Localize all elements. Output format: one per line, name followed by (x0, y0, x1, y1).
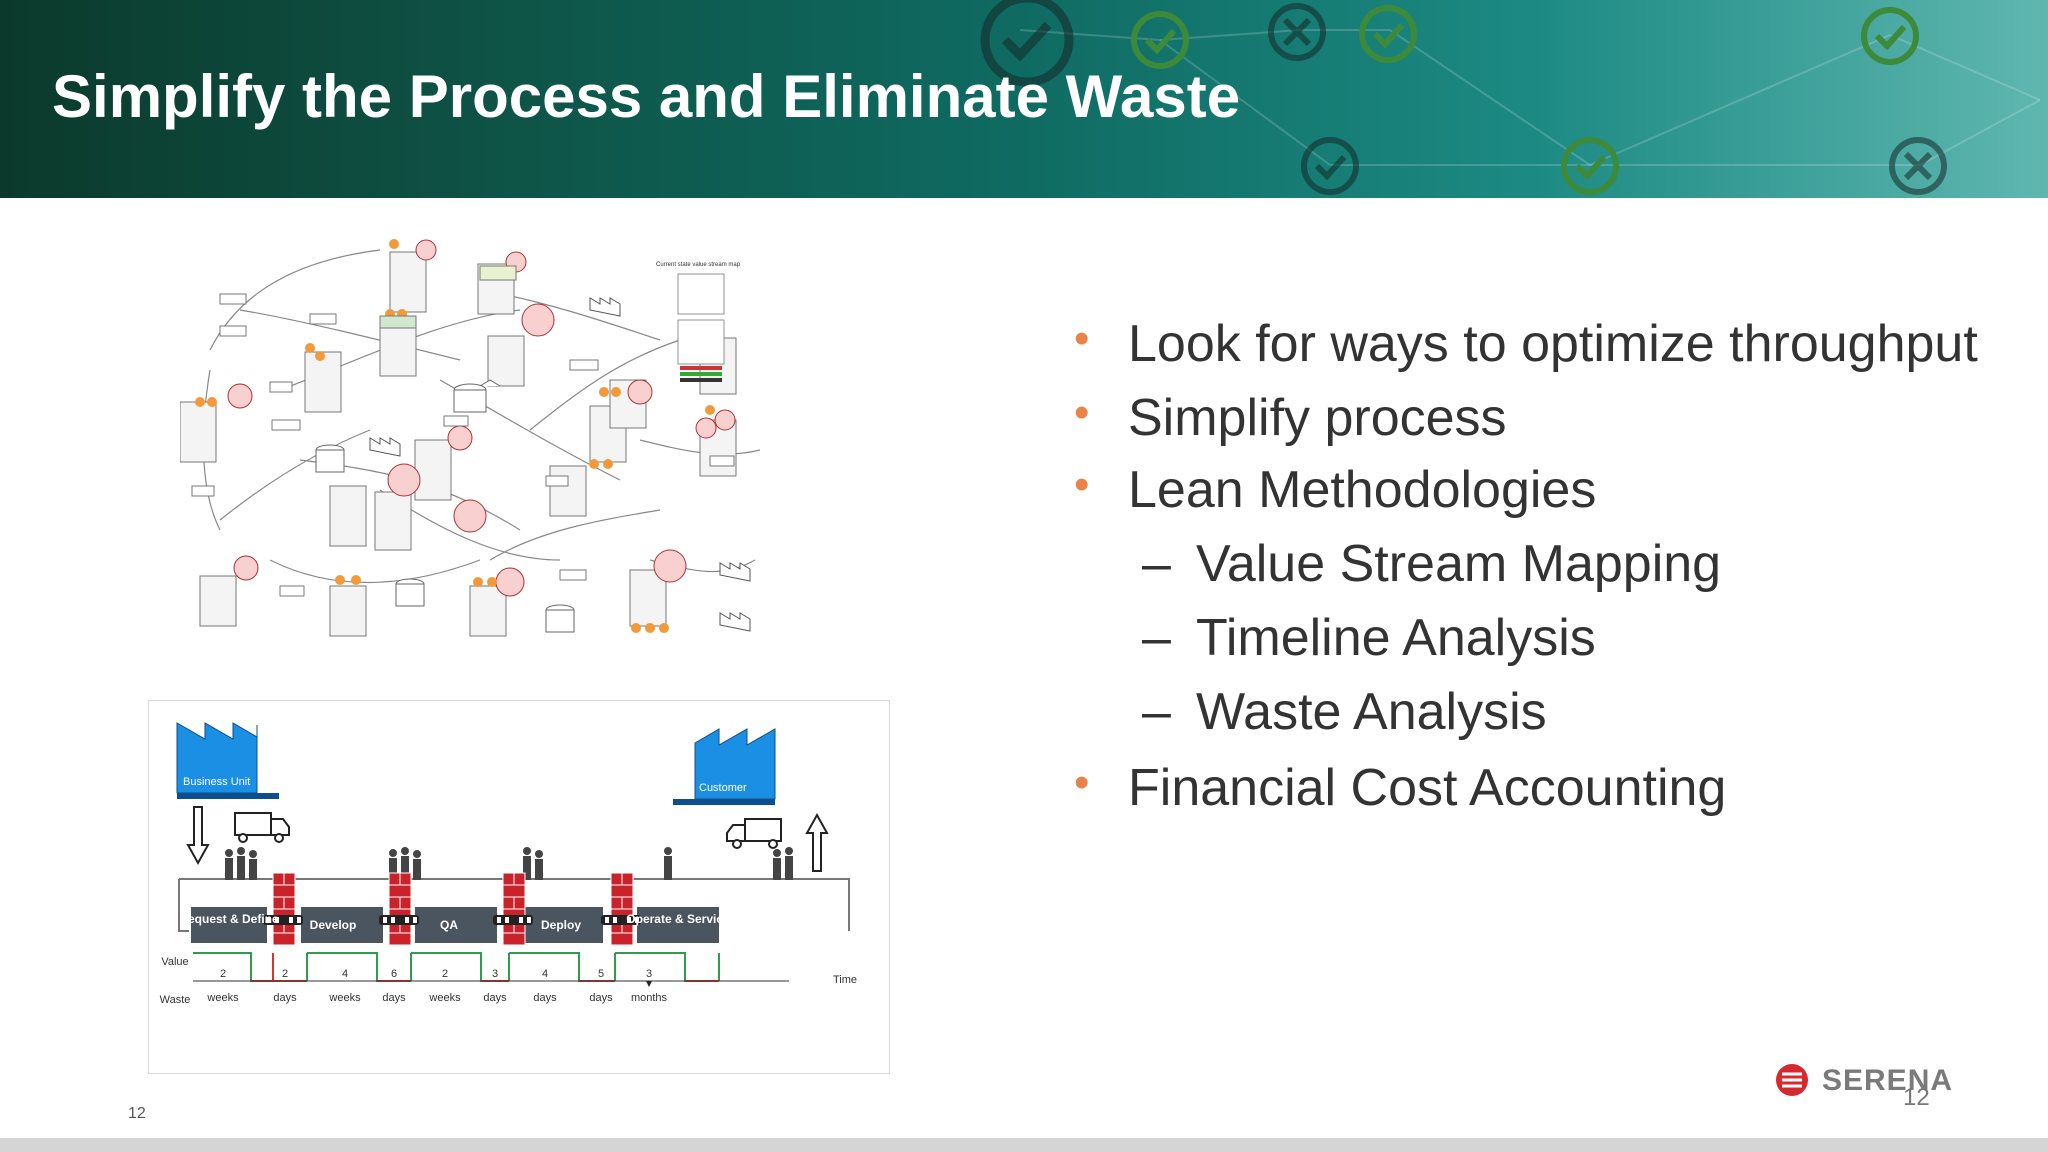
truck-icon (726, 818, 782, 849)
check-icon (1301, 137, 1359, 195)
waste-unit: days (273, 992, 297, 1004)
page-number-left: 12 (128, 1105, 146, 1122)
stage-operate-service: Operate & Service (626, 912, 730, 926)
dash-icon: – (1142, 683, 1171, 741)
value-unit: months (631, 992, 668, 1004)
value-num: 3 (646, 968, 652, 980)
serena-logo-text: SERENA (1822, 1064, 1954, 1097)
page-number-right: 12 (1903, 1084, 1930, 1111)
time-label: Time (833, 974, 857, 986)
close-icon (1889, 137, 1947, 195)
team-icon (773, 847, 793, 880)
waste-num: 5 (598, 968, 604, 980)
up-arrow-icon (805, 812, 829, 872)
team-icon (664, 847, 672, 880)
value-num: 4 (342, 968, 348, 980)
bullet-dot-icon: • (1074, 314, 1090, 363)
dash-icon: – (1142, 535, 1171, 593)
footer-bar (0, 1138, 2048, 1152)
waste-label: Waste (160, 994, 191, 1006)
waste-num: 2 (282, 968, 288, 980)
stage-qa: QA (440, 918, 458, 932)
team-icon (389, 847, 421, 880)
serena-logo-icon (1776, 1064, 1808, 1096)
stage-boxes (191, 907, 719, 943)
value-unit: weeks (328, 992, 361, 1004)
waste-unit: days (589, 992, 613, 1004)
waste-unit: days (483, 992, 507, 1004)
truck-icon (234, 812, 290, 843)
waste-num: 3 (492, 968, 498, 980)
dash-icon: – (1142, 609, 1171, 667)
header-banner: Simplify the Process and Eliminate Waste (0, 0, 2048, 198)
stage-request-define: Request & Define (179, 912, 279, 926)
value-stream-map-diagram: Current state value stream map (180, 239, 761, 637)
value-unit: weeks (206, 992, 239, 1004)
value-num: 4 (542, 968, 548, 980)
brick-wall-icon (272, 872, 634, 946)
waste-unit: days (382, 992, 406, 1004)
down-arrow-icon (186, 806, 210, 866)
value-num: 2 (442, 968, 448, 980)
value-unit: weeks (428, 992, 461, 1004)
team-icon (225, 847, 257, 880)
bullet-dot-icon: • (1074, 758, 1090, 807)
stage-deploy: Deploy (541, 918, 581, 932)
value-unit: days (533, 992, 557, 1004)
close-icon (1268, 3, 1326, 61)
check-icon (980, 0, 1074, 87)
vsm-legend-title: Current state value stream map (656, 262, 741, 268)
stage-develop: Develop (310, 918, 357, 932)
slide-title: Simplify the Process and Eliminate Waste (52, 63, 1241, 130)
check-icon (1861, 7, 1919, 65)
waste-num: 6 (391, 968, 397, 980)
bullet-dot-icon: • (1074, 460, 1090, 509)
check-icon (1131, 11, 1189, 69)
bullet-dot-icon: • (1074, 388, 1090, 437)
factory-icon (673, 728, 776, 805)
delivery-pipeline-diagram: Business Unit Customer (148, 700, 890, 1074)
business-unit-label: Business Unit (183, 776, 250, 788)
factory-icon (176, 722, 279, 799)
team-icon (523, 847, 543, 880)
customer-label: Customer (699, 782, 747, 794)
value-label: Value (161, 956, 188, 968)
value-num: 2 (220, 968, 226, 980)
check-icon (1561, 137, 1619, 195)
banner-network-decoration (980, 0, 2041, 195)
check-icon (1359, 5, 1417, 63)
